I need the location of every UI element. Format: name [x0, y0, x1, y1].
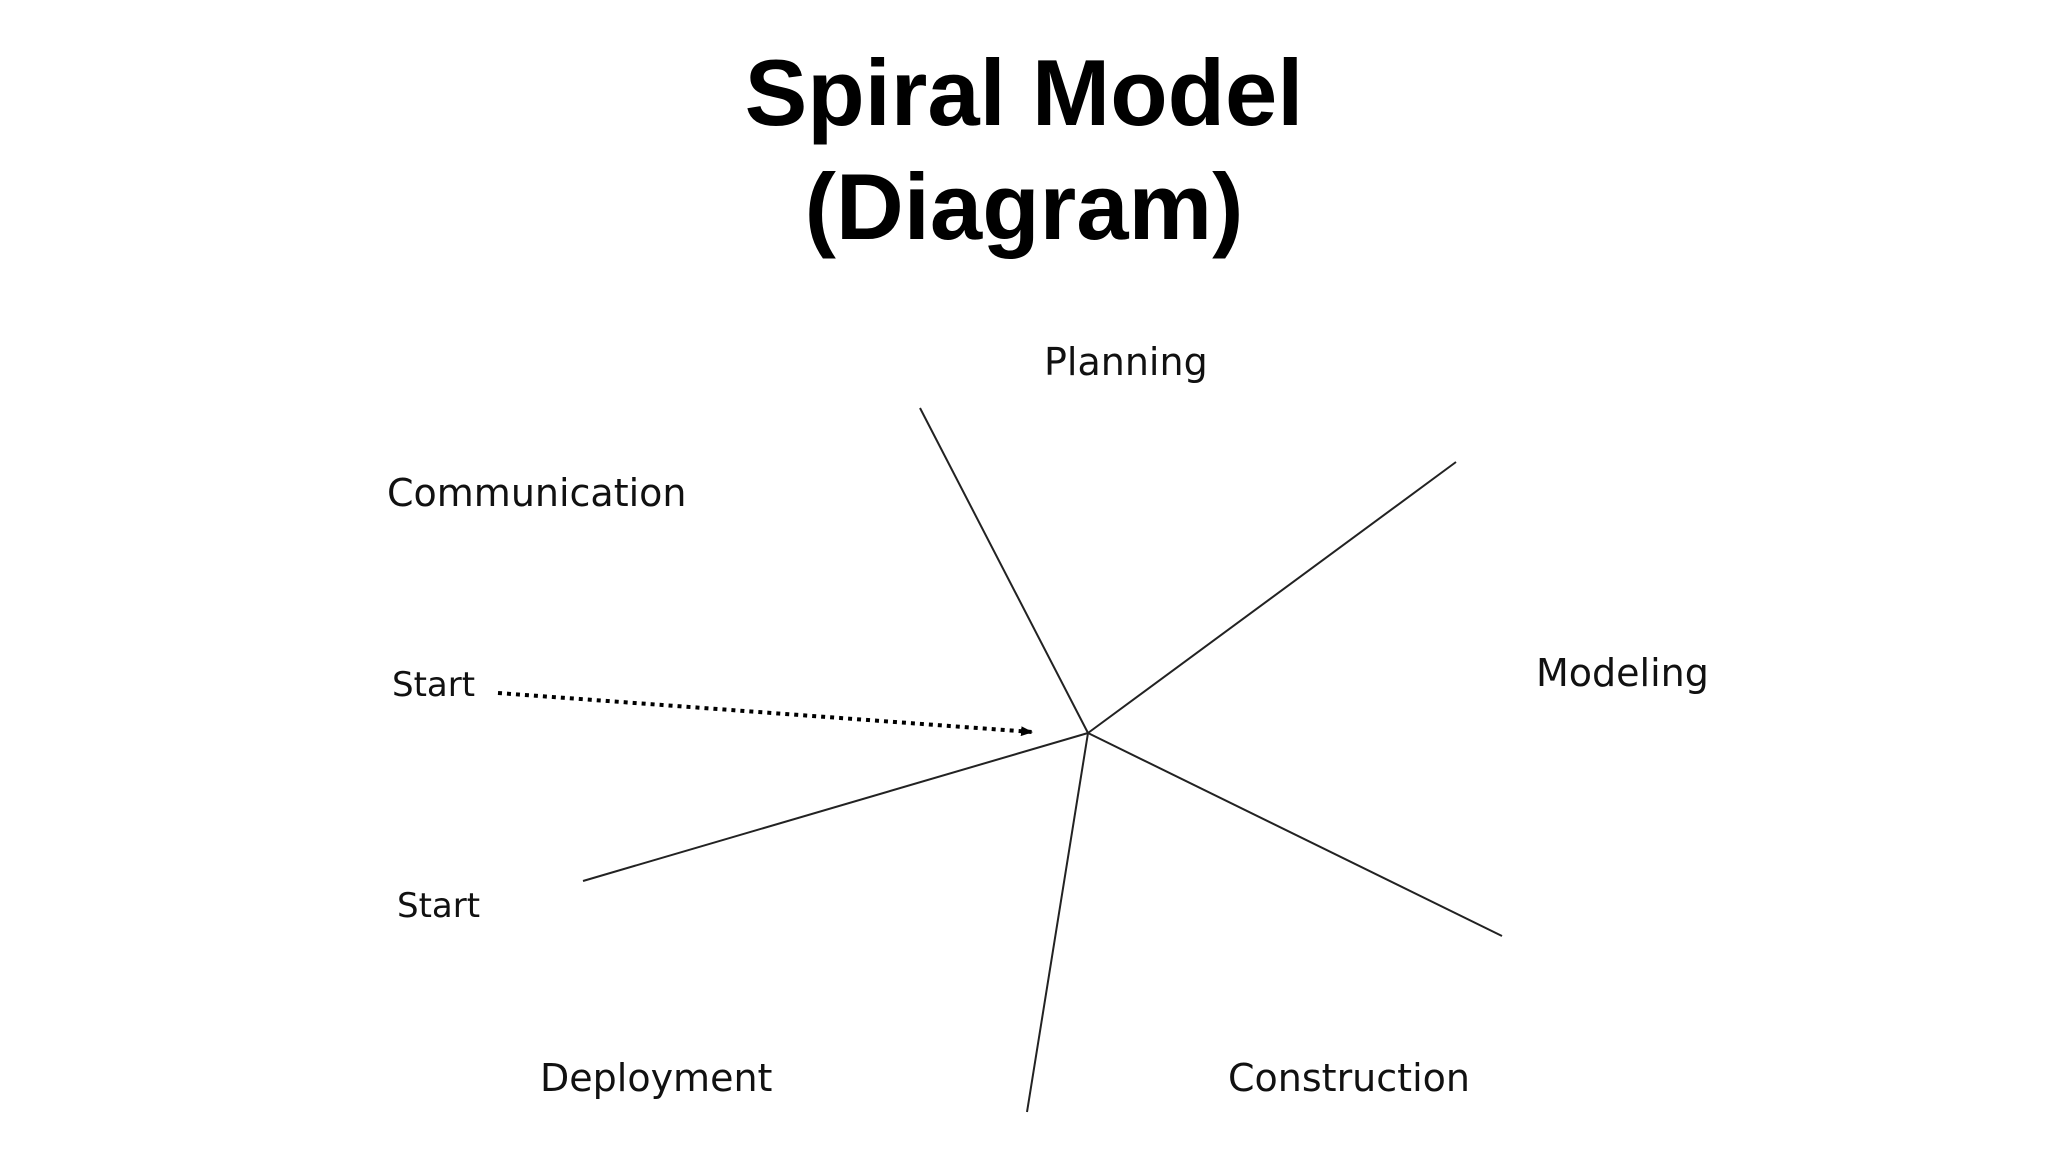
phase-label-construction: Construction: [1228, 1056, 1470, 1100]
start-arrow: [497, 691, 1033, 737]
phase-label-planning: Planning: [1044, 340, 1208, 384]
axis-lines: [582, 407, 1503, 1113]
slide-title-line-1: Spiral Model: [744, 40, 1304, 145]
start-label-lower: Start: [397, 886, 480, 926]
axis-line-planning-communication: [919, 407, 1089, 734]
start-label-upper: Start: [392, 665, 475, 705]
slide-title-line-2: (Diagram): [804, 154, 1244, 259]
axis-line-planning-modeling: [1087, 461, 1457, 734]
axis-line-modeling-construction: [1087, 732, 1503, 937]
phase-label-deployment: Deployment: [540, 1056, 772, 1100]
phase-label-modeling: Modeling: [1536, 651, 1709, 695]
phase-label-communication: Communication: [387, 471, 687, 515]
slide-title: Spiral Model (Diagram): [0, 36, 2048, 264]
axis-line-deployment-communication: [582, 732, 1089, 882]
axis-line-construction-deployment: [1026, 732, 1089, 1113]
